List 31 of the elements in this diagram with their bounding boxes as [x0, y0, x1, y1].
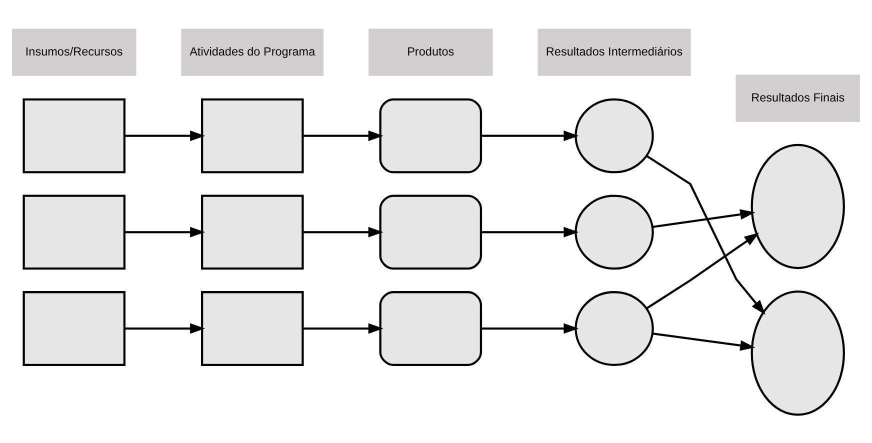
- arrow: [646, 154, 766, 314]
- node-box: [22, 290, 126, 366]
- node-box: Insumos/Recursos: [12, 28, 136, 76]
- node-rounded: [379, 98, 482, 173]
- node-box: [201, 98, 304, 173]
- node-rounded: [379, 194, 482, 270]
- node-box: [201, 290, 304, 366]
- arrow: [124, 130, 206, 141]
- arrow: [646, 232, 760, 309]
- node-circle: [574, 194, 654, 270]
- node-circle: [574, 290, 654, 366]
- node-rounded: [379, 290, 482, 366]
- arrow: [652, 332, 756, 350]
- node-box: Resultados Intermediários: [538, 28, 691, 76]
- node-box: [201, 194, 304, 270]
- node-box: Produtos: [368, 28, 493, 76]
- node-circle: [574, 98, 654, 173]
- arrow: [652, 208, 756, 228]
- node-box: [22, 98, 126, 173]
- arrow: [481, 322, 579, 334]
- arrow: [302, 130, 384, 141]
- node-box: Resultados Finais: [736, 74, 860, 122]
- arrow: [481, 226, 579, 237]
- node-box: [22, 194, 126, 270]
- arrow: [302, 322, 384, 334]
- arrow: [302, 226, 384, 237]
- arrow: [481, 130, 579, 141]
- node-ellipse: [750, 143, 845, 269]
- arrow: [124, 322, 206, 334]
- arrow: [124, 226, 206, 237]
- node-box: Atividades do Programa: [181, 28, 324, 76]
